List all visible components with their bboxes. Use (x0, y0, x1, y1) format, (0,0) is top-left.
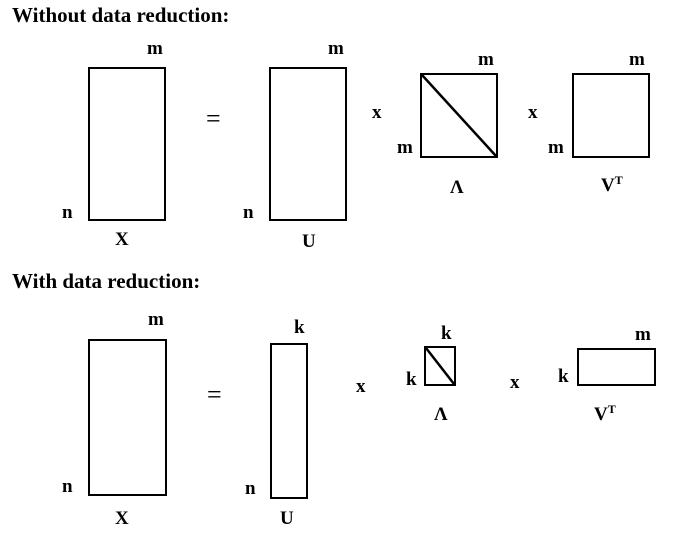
bottom-u-matrix (270, 343, 308, 499)
top-vt-name-base: V (601, 175, 615, 196)
top-lambda-name: Λ (450, 177, 464, 198)
bottom-lambda-diagonal (425, 347, 455, 385)
top-vt-rows-label: m (548, 137, 564, 158)
top-vt-name-sup: T (614, 173, 623, 187)
top-u-name: U (302, 231, 316, 252)
top-vt-matrix (572, 73, 650, 158)
bottom-u-cols-label: k (294, 317, 305, 338)
top-lambda-cols-label: m (478, 49, 494, 70)
top-equals-sign: = (206, 104, 221, 133)
bottom-vt-name-sup: T (607, 402, 616, 416)
bottom-lambda-name: Λ (434, 404, 448, 425)
bottom-x-rows-label: n (62, 476, 73, 497)
bottom-equals-sign: = (207, 380, 222, 409)
bottom-x-cols-label: m (148, 309, 164, 330)
bottom-vt-cols-label: m (635, 324, 651, 345)
top-u-cols-label: m (328, 38, 344, 59)
bottom-vt-matrix (577, 348, 656, 386)
bottom-vt-name: VT (594, 402, 616, 426)
top-x-matrix (88, 67, 166, 221)
top-u-matrix (269, 67, 347, 221)
bottom-times-sign-1: x (356, 376, 366, 397)
bottom-x-matrix (88, 339, 167, 496)
bottom-u-name: U (280, 508, 294, 529)
bottom-lambda-matrix (424, 346, 456, 386)
top-lambda-matrix (420, 73, 498, 158)
top-vt-name: VT (601, 173, 623, 197)
top-times-sign-2: x (528, 102, 538, 123)
bottom-x-name: X (115, 508, 129, 529)
top-vt-cols-label: m (629, 49, 645, 70)
bottom-vt-name-base: V (594, 404, 608, 425)
top-x-name: X (115, 229, 129, 250)
bottom-times-sign-2: x (510, 372, 520, 393)
bottom-vt-rows-label: k (558, 366, 569, 387)
bottom-u-rows-label: n (245, 478, 256, 499)
top-x-rows-label: n (62, 202, 73, 223)
top-lambda-rows-label: m (397, 137, 413, 158)
top-lambda-diagonal (421, 74, 497, 157)
top-u-rows-label: n (243, 202, 254, 223)
top-times-sign-1: x (372, 102, 382, 123)
bottom-lambda-rows-label: k (406, 369, 417, 390)
bottom-lambda-cols-label: k (441, 323, 452, 344)
top-x-cols-label: m (147, 38, 163, 59)
top-heading: Without data reduction: (12, 3, 230, 27)
bottom-heading: With data reduction: (12, 269, 201, 293)
